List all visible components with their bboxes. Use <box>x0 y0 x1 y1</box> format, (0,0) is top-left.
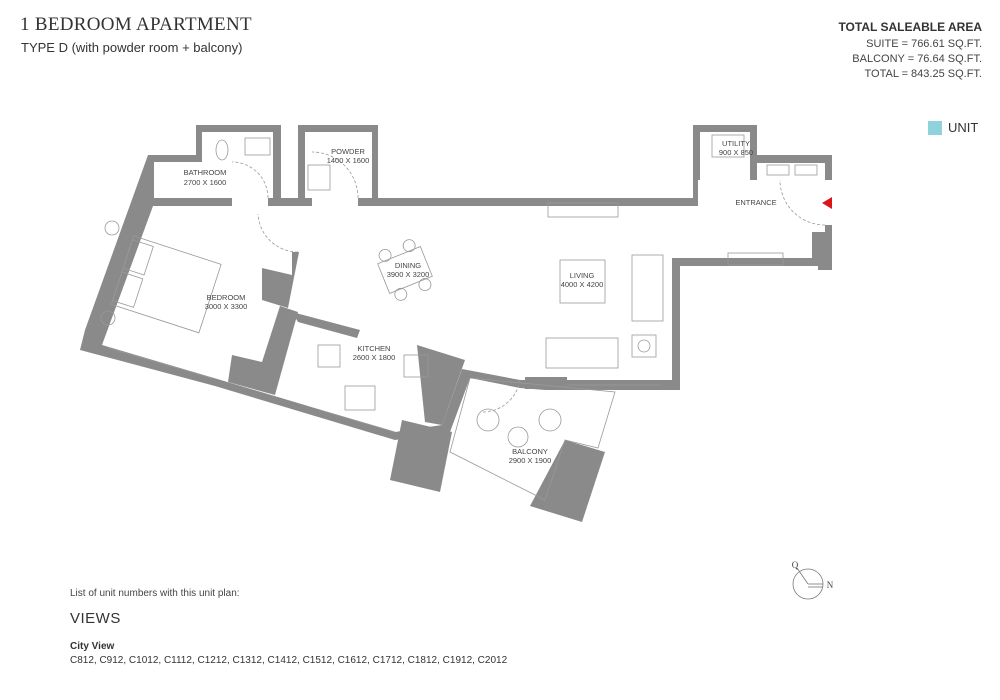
balcony-chair <box>538 408 562 432</box>
total-area: TOTAL = 843.25 SQ.FT. <box>864 68 983 80</box>
balcony-chair <box>476 408 500 432</box>
fridge <box>403 354 429 378</box>
bathroom-label: BATHROOM <box>184 168 227 177</box>
balcony-area: BALCONY = 76.64 SQ.FT. <box>852 53 982 65</box>
powder-doorway <box>312 197 358 207</box>
utility-size: 900 X 850 <box>719 148 753 157</box>
tv-unit <box>547 202 619 218</box>
bathtub <box>244 137 271 156</box>
structural-column <box>390 420 452 492</box>
dining-label: DINING <box>395 261 421 270</box>
kitchen-label: KITCHEN <box>358 344 391 353</box>
powder-size: 1400 X 1600 <box>327 156 370 165</box>
views-heading: VIEWS <box>70 610 121 627</box>
view-name: City View <box>70 641 115 652</box>
kitchen-column <box>417 345 465 425</box>
wardrobe-wall <box>228 306 298 395</box>
shoe-cabinet <box>794 164 818 176</box>
area-heading: TOTAL SALEABLE AREA <box>838 20 982 34</box>
saleable-area-panel: TOTAL SALEABLE AREA SUITE = 766.61 SQ.FT… <box>838 20 982 82</box>
utility-floor <box>700 132 750 180</box>
bathroom-size: 2700 X 1600 <box>184 178 227 187</box>
compass-icon: Q N <box>792 560 834 600</box>
entrance-door-swing <box>779 179 826 226</box>
bathroom-floor <box>154 132 273 198</box>
balcony-outline <box>449 377 616 501</box>
balcony-size: 2900 X 1900 <box>509 456 552 465</box>
balcony-door-swing <box>481 379 521 413</box>
compass-mark: Q <box>792 560 799 570</box>
bathroom-doorway <box>232 197 268 207</box>
kitchen-size: 2600 X 1800 <box>353 353 396 362</box>
bedroom-partition <box>262 252 299 308</box>
sofa <box>545 337 619 369</box>
powder-basin <box>307 164 331 191</box>
living-size: 4000 X 4200 <box>561 280 604 289</box>
bed <box>110 235 222 334</box>
unit-list-caption: List of unit numbers with this unit plan… <box>70 588 240 599</box>
utility-label: UTILITY <box>722 139 750 148</box>
entrance-label: ENTRANCE <box>735 198 776 207</box>
unit-legend: UNIT <box>928 120 978 135</box>
washer <box>711 134 745 158</box>
unit-legend-label: UNIT <box>948 120 979 135</box>
kitchen-wall <box>292 312 360 338</box>
bedroom-window <box>107 347 213 379</box>
living-rug <box>559 259 606 304</box>
page-title: 1 BEDROOM APARTMENT <box>20 14 252 35</box>
entrance-marker-icon <box>822 197 832 209</box>
lamp-icon <box>637 339 651 353</box>
balcony-label: BALCONY <box>512 447 548 456</box>
living-label: LIVING <box>570 271 595 280</box>
side-sofa <box>631 254 664 322</box>
side-table <box>631 334 657 358</box>
bathroom-door-swing <box>231 161 269 199</box>
powder-label: POWDER <box>331 147 365 156</box>
unit-numbers: C812, C912, C1012, C1112, C1212, C1312, … <box>70 655 508 666</box>
suite-area: SUITE = 766.61 SQ.FT. <box>866 38 982 50</box>
compass-north: N <box>827 580 834 590</box>
living-wall-stub <box>525 377 567 389</box>
dining-set <box>377 239 433 301</box>
bedroom-label: BEDROOM <box>207 293 246 302</box>
unit-swatch <box>928 120 942 135</box>
kitchen-sink <box>344 385 376 411</box>
balcony-table <box>507 426 529 448</box>
nightstand-lamp-icon <box>104 220 120 236</box>
bedroom-door-swing <box>257 213 299 253</box>
cooktop <box>317 344 341 368</box>
powder-door-swing <box>311 151 359 199</box>
console <box>727 252 784 266</box>
toilet <box>215 139 229 161</box>
dining-size: 3900 X 3200 <box>387 270 430 279</box>
bedroom-size: 3000 X 3300 <box>205 302 248 311</box>
shoe-cabinet <box>766 164 790 176</box>
balcony-column <box>530 440 605 522</box>
nightstand-lamp-icon <box>100 310 116 326</box>
kitchen-window <box>319 409 396 433</box>
unit-type-subtitle: TYPE D (with powder room + balcony) <box>21 40 243 55</box>
